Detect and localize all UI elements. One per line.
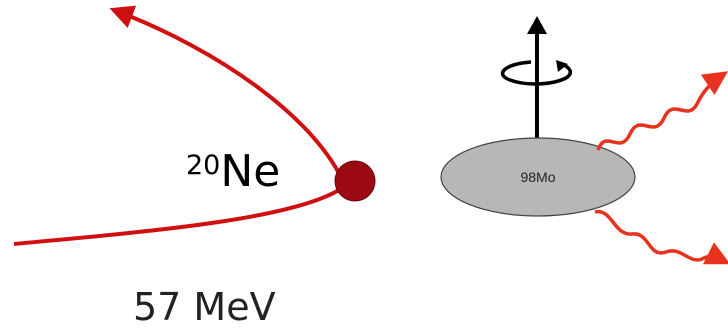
rotation-arrow-icon bbox=[501, 60, 573, 86]
projectile-trajectory bbox=[13, 5, 348, 246]
wavy-arrow-icon bbox=[594, 210, 728, 265]
projectile-label: 20Ne bbox=[186, 150, 280, 194]
spin-axis-arrowhead bbox=[527, 16, 547, 34]
target-label: 98Mo bbox=[520, 169, 555, 185]
projectile-symbol: Ne bbox=[220, 146, 281, 197]
projectile-mass-number: 20 bbox=[186, 150, 221, 181]
projectile-nucleus bbox=[334, 160, 376, 202]
wavy-arrow-icon bbox=[596, 71, 728, 151]
beam-energy-label: 57 MeV bbox=[133, 285, 276, 329]
target-nucleus bbox=[440, 137, 636, 217]
